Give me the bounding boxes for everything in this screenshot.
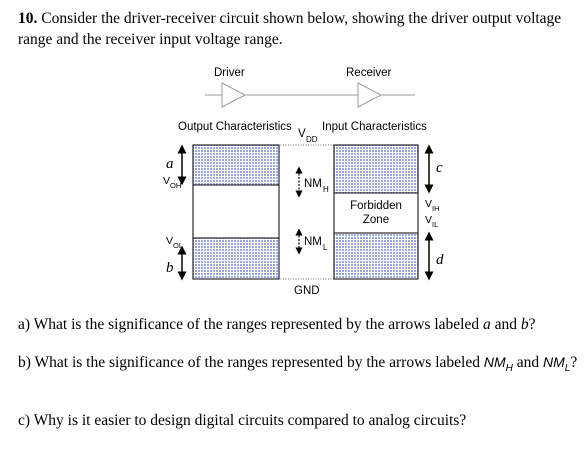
part-c-text: c) Why is it easier to design digital ci… — [18, 412, 467, 429]
question-statement: 10. Consider the driver-receiver circuit… — [18, 8, 584, 50]
vol-sub: OL — [173, 241, 183, 250]
part-c: c) Why is it easier to design digital ci… — [18, 410, 578, 431]
vol-label: V — [166, 235, 173, 247]
question-number: 10. — [18, 10, 38, 27]
vdd-sub: DD — [306, 135, 318, 144]
nmh-label: NM — [304, 178, 322, 190]
part-a: a) What is the significance of the range… — [18, 314, 578, 335]
receiver-label: Receiver — [346, 67, 392, 79]
arrow-c-label: c — [436, 160, 443, 176]
input-high-range — [333, 144, 419, 194]
part-a-var1: a — [482, 316, 491, 333]
arrow-d-label: d — [436, 252, 444, 268]
receiver-buffer-icon — [357, 82, 383, 108]
arrow-a-label: a — [166, 156, 174, 172]
part-a-var2: b — [520, 316, 529, 333]
input-low-range — [333, 232, 419, 280]
part-b-mid: and — [512, 354, 543, 371]
vih-sub: IH — [432, 204, 440, 213]
part-a-mid: and — [490, 316, 521, 333]
vil-label: V — [425, 214, 432, 226]
part-b-var2: NM — [542, 354, 565, 370]
output-middle — [192, 184, 280, 239]
output-low-range — [192, 237, 280, 280]
part-a-suffix: ? — [528, 316, 536, 333]
gnd-label: GND — [294, 285, 320, 297]
voh-sub: OH — [170, 181, 181, 190]
question-text: Consider the driver-receiver circuit sho… — [18, 10, 562, 48]
part-b-var1-sub: H — [505, 363, 513, 375]
driver-buffer-icon — [221, 82, 247, 108]
driver-label: Driver — [214, 67, 245, 79]
part-b-suffix: ? — [570, 354, 578, 371]
vil-sub: IL — [432, 220, 438, 229]
voh-label: V — [163, 175, 170, 187]
arrow-b-label: b — [166, 260, 174, 276]
output-characteristics-label: Output Characteristics — [178, 121, 292, 133]
output-high-range — [192, 144, 280, 186]
forbidden-zone-label-line2: Zone — [363, 214, 389, 226]
nml-sub: L — [323, 243, 328, 252]
vdd-label: V — [298, 128, 306, 140]
part-b-var1: NM — [483, 354, 506, 370]
part-b-prefix: b) What is the significance of the range… — [18, 354, 484, 371]
part-b: b) What is the significance of the range… — [18, 352, 578, 379]
forbidden-zone-label-line1: Forbidden — [350, 200, 402, 212]
forbidden-zone — [333, 192, 419, 234]
nmh-sub: H — [323, 185, 329, 194]
vih-label: V — [425, 198, 432, 210]
driver-receiver-figure: Driver Receiver Output Characteristics I… — [163, 67, 444, 297]
input-characteristics-label: Input Characteristics — [322, 121, 427, 133]
part-b-var2-sub: L — [564, 363, 571, 375]
nml-label: NM — [304, 236, 322, 248]
part-a-prefix: a) What is the significance of the range… — [18, 316, 483, 333]
